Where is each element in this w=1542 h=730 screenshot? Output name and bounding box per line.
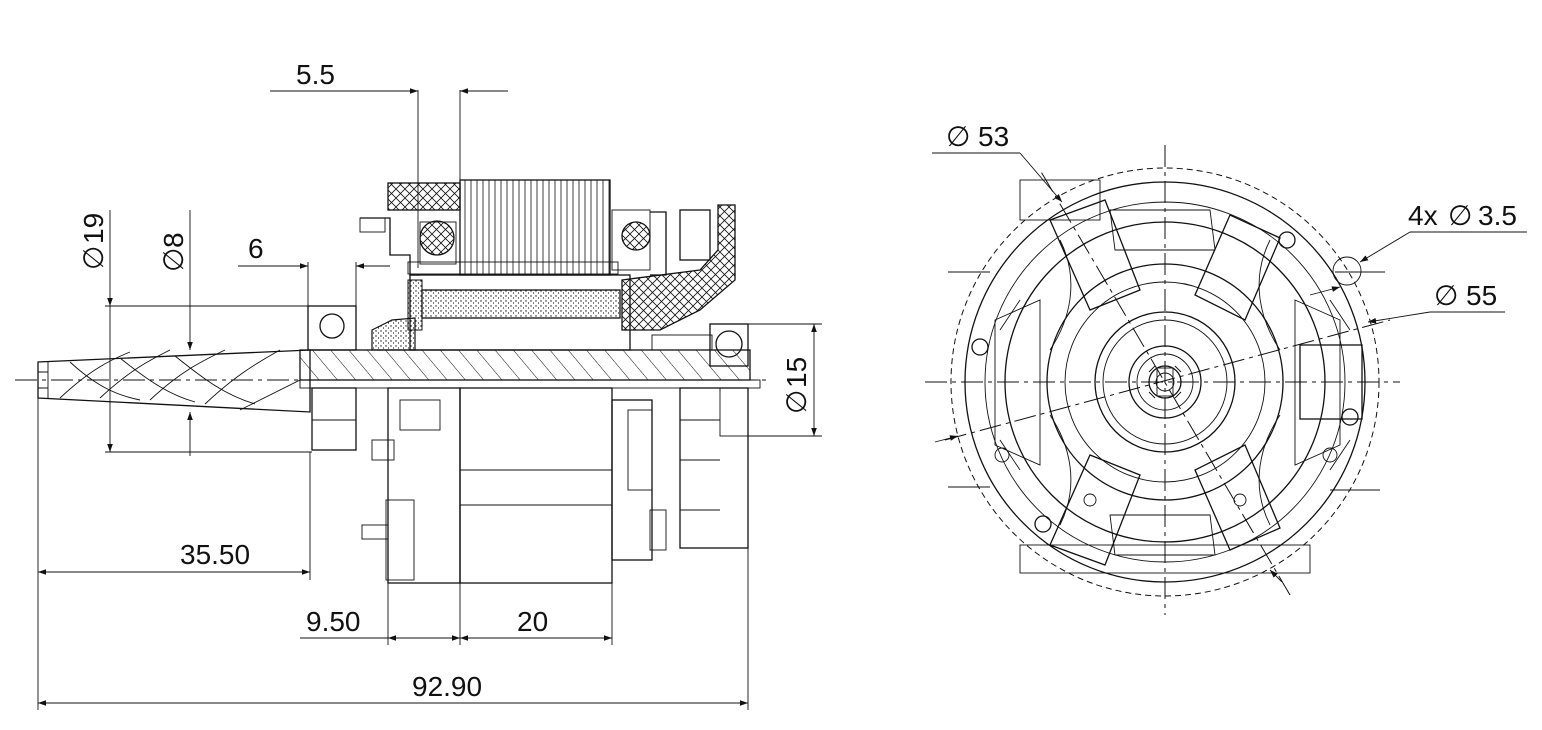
diameter-symbol-icon: ∅	[158, 248, 189, 272]
diameter-symbol-icon: ∅	[78, 246, 109, 270]
dim-dia53-label: 53	[978, 121, 1009, 152]
brush-arms	[994, 179, 1363, 574]
diameter-symbol-icon: ∅	[1434, 280, 1458, 311]
dim-dia8: ∅ 8	[158, 210, 193, 456]
diameter-symbol-icon: ∅	[781, 390, 812, 414]
dim-9-50-label: 9.50	[306, 606, 361, 637]
left-bearing	[307, 305, 357, 451]
dim-4x-label: 4x	[1408, 200, 1438, 231]
dim-20-label: 20	[517, 606, 548, 637]
hole-centerlines	[948, 271, 1385, 491]
lower-housing	[361, 387, 749, 584]
dim-6: 6	[238, 233, 390, 306]
stator-top	[359, 179, 667, 276]
dim-dia55: ∅ 55	[934, 280, 1505, 443]
dim-dia19-label: 19	[78, 213, 109, 244]
dim-92-90: 92.90	[38, 436, 749, 710]
dim-35-50-label: 35.50	[180, 539, 250, 570]
dim-dia19: ∅ 19	[78, 210, 312, 453]
dim-4x-dia3-5: 4x ∅ 3.5	[1359, 200, 1527, 263]
diameter-symbol-icon: ∅	[946, 121, 970, 152]
dim-5-5-label: 5.5	[296, 59, 335, 90]
diameter-symbol-icon: ∅	[1448, 200, 1472, 231]
dim-3-5-label: 3.5	[1478, 200, 1517, 231]
dim-6-label: 6	[248, 233, 264, 264]
dim-9-50: 9.50	[300, 583, 613, 645]
front-view: ∅ 53 4x ∅ 3.5 ∅ 55	[925, 121, 1527, 615]
dim-dia55-label: 55	[1466, 280, 1497, 311]
dim-35-50: 35.50	[37, 398, 311, 710]
dim-dia15-label: 15	[781, 357, 812, 388]
drill-bit	[37, 349, 311, 413]
dim-5-5: 5.5	[270, 59, 508, 268]
dim-dia8-label: 8	[158, 232, 189, 248]
hub-splines	[1148, 365, 1182, 399]
rotor-core	[371, 274, 631, 351]
end-bracket	[621, 204, 749, 367]
side-view: 5.5 6 ∅ 19 ∅ 8	[15, 59, 822, 710]
dim-dia15: ∅ 15	[748, 323, 822, 437]
dim-92-90-label: 92.90	[412, 671, 482, 702]
dim-20: 20	[460, 606, 612, 641]
dim-dia53: ∅ 53	[932, 121, 1283, 583]
mounting-holes	[971, 231, 1362, 533]
